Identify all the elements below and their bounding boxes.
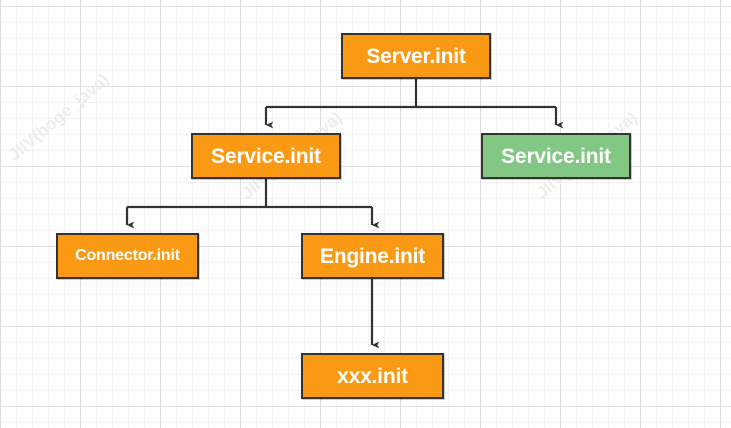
node-xxx-init[interactable]: xxx.init [301, 353, 444, 399]
node-label: Service.init [501, 144, 611, 168]
node-label: Engine.init [319, 244, 426, 268]
watermark-text: JIIV(boge_java) [5, 69, 113, 165]
node-label: Server.init [366, 44, 466, 68]
edge-server-to-services [264, 79, 564, 129]
node-service-init-1[interactable]: Service.init [191, 133, 341, 179]
node-engine-init[interactable]: Engine.init [301, 233, 444, 279]
node-label: Connector.init [75, 247, 180, 264]
node-service-init-2[interactable]: Service.init [481, 133, 631, 179]
node-label: xxx.init [337, 364, 408, 388]
node-label: Service.init [211, 144, 321, 168]
edge-service-to-children [125, 179, 380, 229]
node-server-init[interactable]: Server.init [341, 33, 491, 79]
node-connector-init[interactable]: Connector.init [56, 233, 199, 279]
